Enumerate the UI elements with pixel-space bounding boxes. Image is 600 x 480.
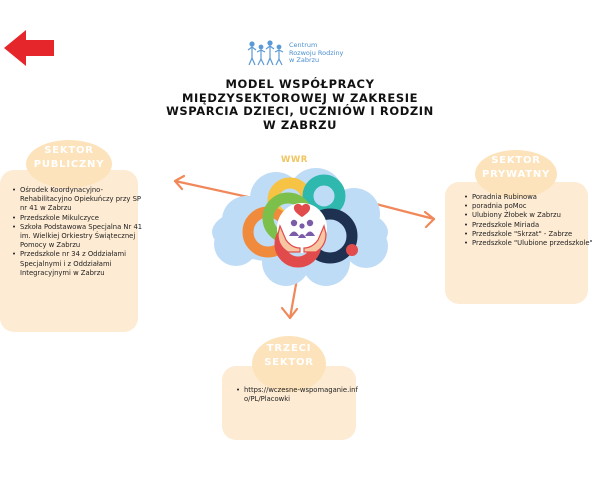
private-sector-label: SEKTOR PRYWATNY <box>475 150 557 198</box>
center-label: WWR <box>281 155 308 165</box>
list-item: Przedszkole "Skrzat" - Zabrze <box>464 230 600 239</box>
logo-line3: w Zabrzu <box>289 56 320 64</box>
list-item: Przedszkole nr 34 z Oddziałami Specjalny… <box>12 250 148 278</box>
private-sector-list: Poradnia Rubinowa poradnia poMoc Ulubion… <box>460 193 600 248</box>
public-label-line1: SEKTOR <box>44 145 94 156</box>
logo-people-icon <box>247 40 284 66</box>
list-item: Szkoła Podstawowa Specjalna Nr 41 im. Wi… <box>12 223 148 251</box>
title-line4: W ZABRZU <box>262 117 338 132</box>
third-sector-label: TRZECI SEKTOR <box>252 336 326 392</box>
logo-line2: Rozwoju Rodziny <box>289 48 344 57</box>
third-sector-list: https://wczesne-wspomaganie.info/PL/Plac… <box>232 386 362 404</box>
list-item: Przedszkole Miriada <box>464 221 600 230</box>
title-line3: WSPARCIA DZIECI, UCZNIÓW I RODZIN <box>166 104 434 118</box>
private-label-line1: SEKTOR <box>491 155 541 166</box>
list-item: Przedszkole "Ulubione przedszkole" <box>464 239 600 248</box>
list-item: Ośrodek Koordynacyjno-Rehabilitacyjno Op… <box>12 186 148 214</box>
list-item: poradnia poMoc <box>464 202 600 211</box>
logo-text: Centrum Rozwoju Rodziny w Zabrzu <box>289 41 344 65</box>
public-label-line2: PUBLICZNY <box>33 159 105 170</box>
third-label-line2: SEKTOR <box>264 357 314 368</box>
third-label-line1: TRZECI <box>266 343 312 354</box>
third-sector-link[interactable]: https://wczesne-wspomaganie.info/PL/Plac… <box>236 386 362 404</box>
page-title: MODEL WSPÓŁPRACY MIĘDZYSEKTOROWEJ W ZAKR… <box>150 77 450 132</box>
public-sector-label: SEKTOR PUBLICZNY <box>26 140 112 188</box>
public-sector-list: Ośrodek Koordynacyjno-Rehabilitacyjno Op… <box>8 186 148 278</box>
logo-line1: Centrum <box>289 41 318 49</box>
title-line2: MIĘDZYSEKTOROWEJ W ZAKRESIE <box>181 90 419 105</box>
back-arrow-icon[interactable] <box>4 28 54 68</box>
list-item: Poradnia Rubinowa <box>464 193 600 202</box>
hands-family-heart-icon <box>277 203 327 253</box>
title-line1: MODEL WSPÓŁPRACY <box>225 77 375 91</box>
cooperation-illustration <box>212 168 388 286</box>
private-label-line2: PRYWATNY <box>481 169 551 180</box>
list-item: Ulubiony Żłobek w Zabrzu <box>464 211 600 220</box>
list-item: Przedszkole Mikulczyce <box>12 214 148 223</box>
